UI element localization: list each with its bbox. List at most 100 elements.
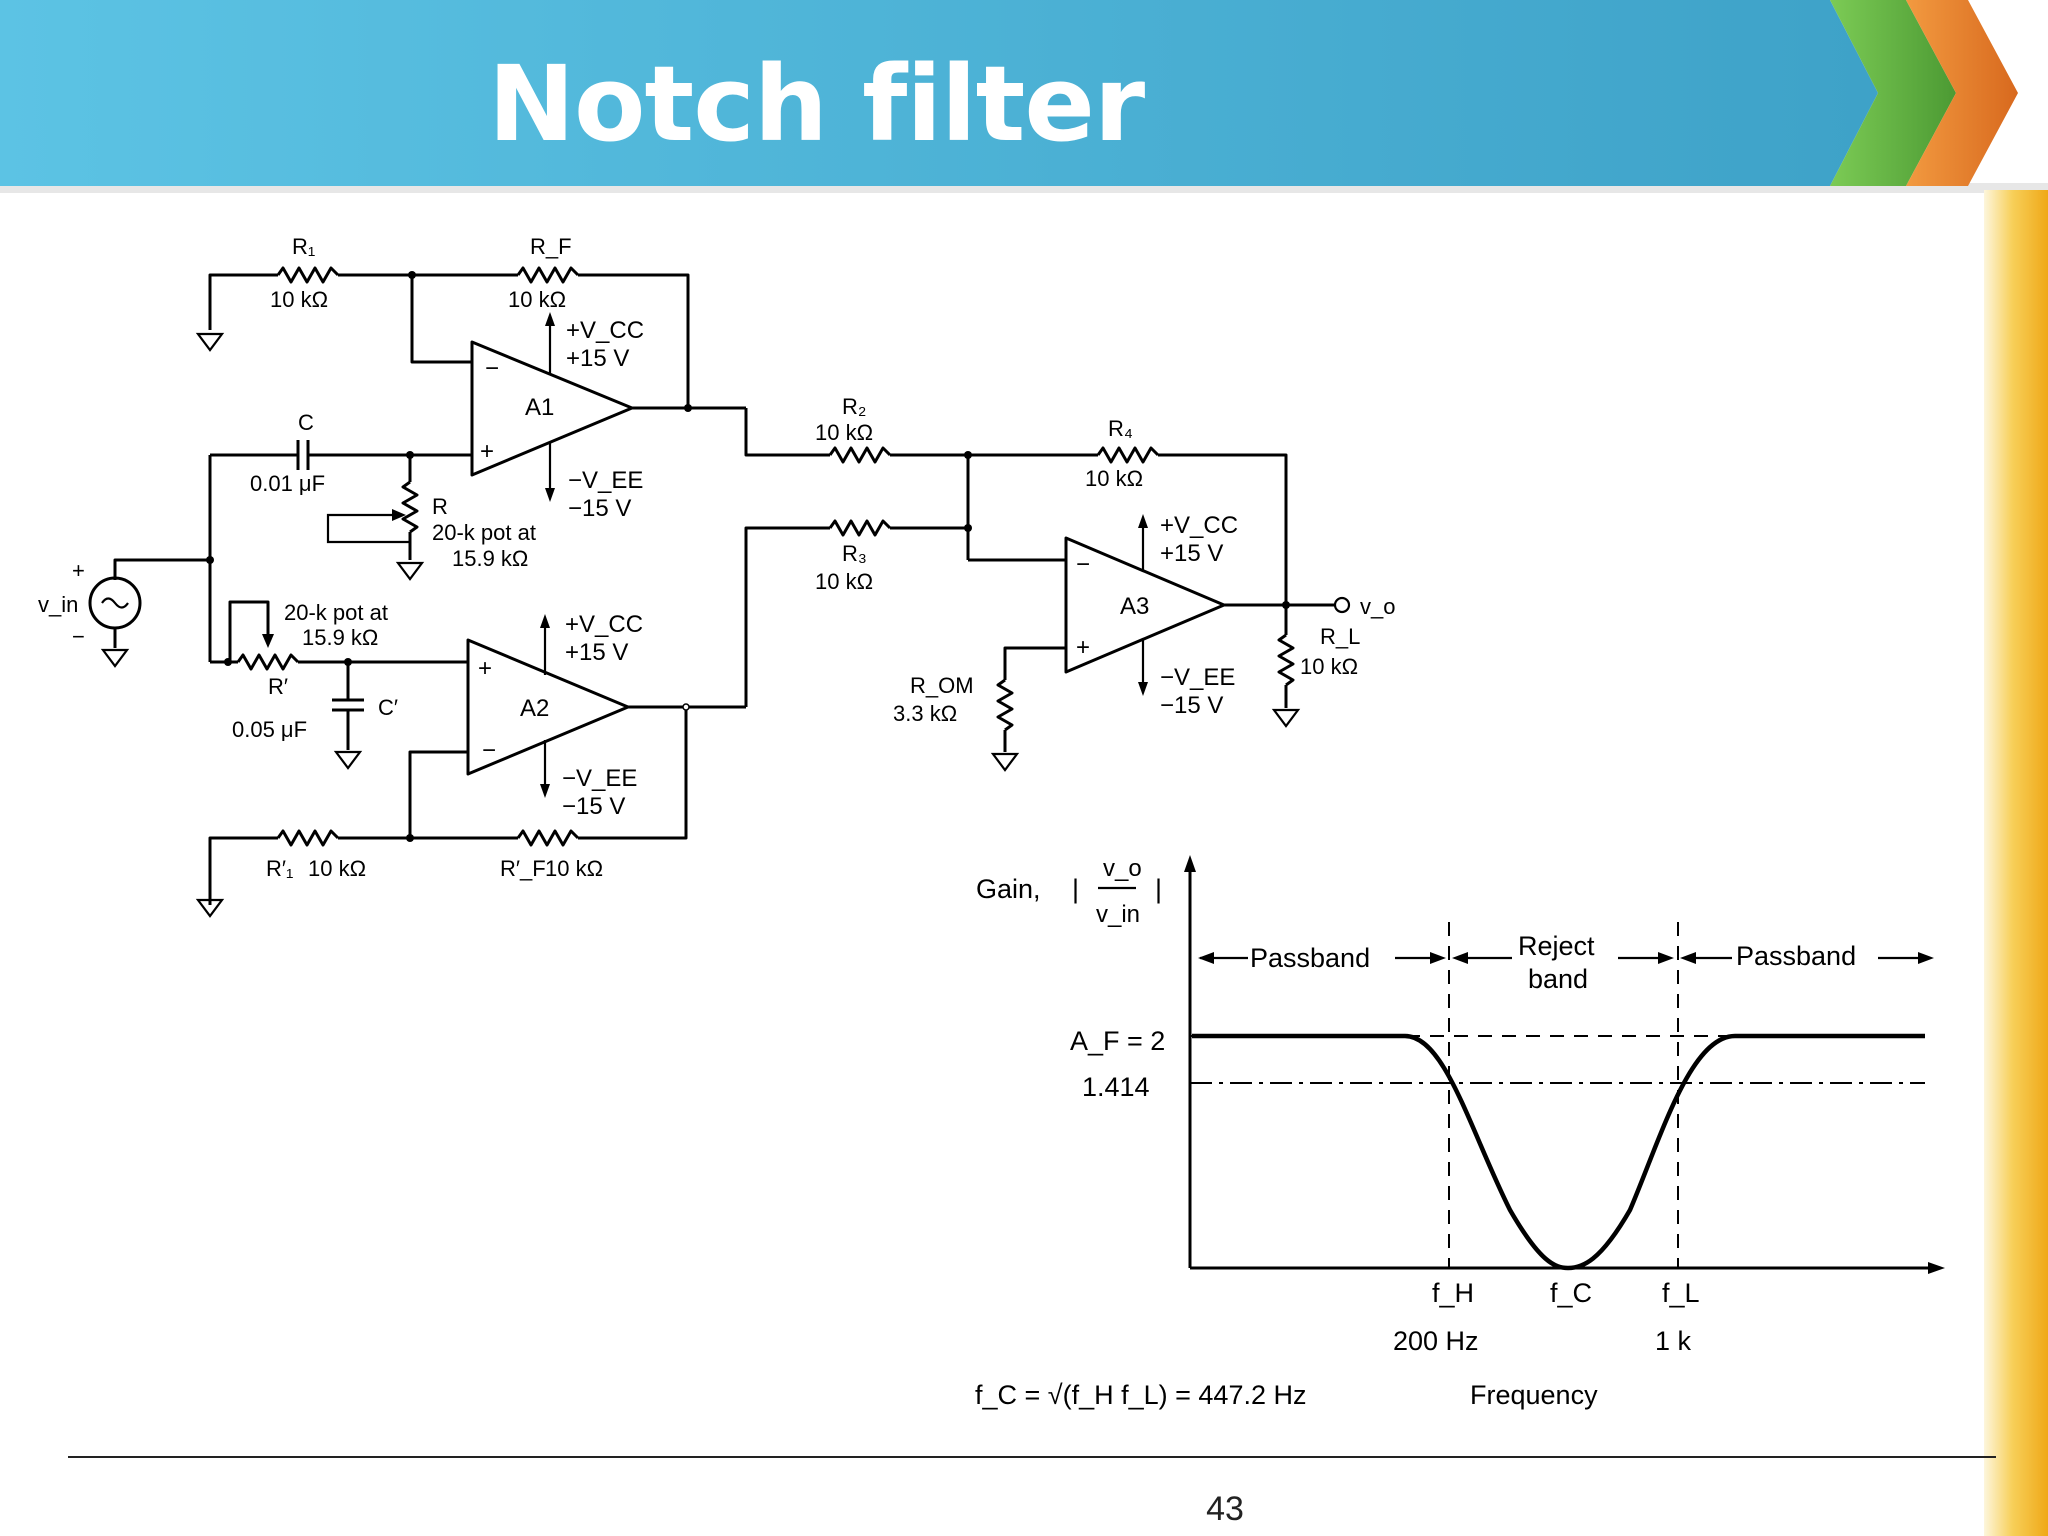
r4-value: 10 kΩ (1085, 466, 1143, 491)
input-source: + − v_in (38, 455, 214, 668)
svg-text:−: − (72, 624, 85, 649)
r3-resistor (828, 519, 892, 537)
opamp-a1 (470, 340, 634, 477)
svg-text:+: + (478, 655, 492, 682)
a3-label: A3 (1120, 593, 1149, 620)
svg-text:|: | (1072, 874, 1079, 904)
fc-label: f_C (1550, 1278, 1592, 1308)
r1-resistor (276, 266, 340, 284)
a2-vcc-val: +15 V (565, 639, 628, 666)
orange-chevron (1906, 0, 2018, 186)
cprime-value: 0.05 μF (232, 717, 307, 742)
a3-vee: −V_EE (1160, 664, 1235, 691)
rf-value: 10 kΩ (508, 287, 566, 312)
rprime-name: R′ (268, 674, 288, 699)
gain-label: Gain, (976, 874, 1041, 904)
a3-vcc: +V_CC (1160, 512, 1238, 539)
passband-left: Passband (1250, 943, 1370, 973)
r2-value: 10 kΩ (815, 420, 873, 445)
r3-name: R₃ (842, 541, 867, 566)
rfprime-resistor (516, 829, 580, 847)
notch-filter-diagram: − + A1 +V_CC +15 V −V_EE −15 V R₁ 10 kΩ … (38, 234, 1945, 1410)
title-bar-shape (0, 0, 1878, 186)
frequency-response: Gain, | v_o v_in | A_F = 2 1.414 Passban… (975, 855, 1945, 1410)
r-desc: 20-k pot at (432, 520, 536, 545)
a1-vcc: +V_CC (566, 317, 644, 344)
reject-band-1: Reject (1518, 931, 1595, 961)
rom-resistor (996, 678, 1014, 732)
fl-label: f_L (1662, 1278, 1700, 1308)
page-number: 43 (1206, 1490, 1244, 1528)
c-value: 0.01 μF (250, 471, 325, 496)
r-name: R (432, 494, 448, 519)
response-curve (1192, 1033, 1925, 1271)
slide-title: Notch filter (488, 43, 1145, 165)
r-pot (401, 480, 419, 534)
r1-name: R₁ (292, 234, 315, 259)
a2-vee: −V_EE (562, 765, 637, 792)
rl-name: R_L (1320, 624, 1360, 649)
opamp-a2 (466, 638, 630, 776)
svg-text:+: + (480, 438, 494, 465)
rl-value: 10 kΩ (1300, 654, 1358, 679)
rl-resistor (1277, 633, 1295, 687)
rprime-value: 15.9 kΩ (302, 625, 378, 650)
rom-value: 3.3 kΩ (893, 701, 957, 726)
r-value: 15.9 kΩ (452, 546, 528, 571)
a1-label: A1 (525, 394, 554, 421)
rfprime-name: R′_F (500, 856, 546, 881)
fh-value: 200 Hz (1393, 1326, 1479, 1356)
svg-text:+: + (1076, 634, 1090, 661)
cprime-name: C′ (378, 695, 398, 720)
rprime-pot (236, 653, 300, 671)
svg-text:+: + (72, 558, 85, 583)
passband-right: Passband (1736, 941, 1856, 971)
a2-label: A2 (520, 695, 549, 722)
a1-vee: −V_EE (568, 467, 643, 494)
a2-stage: + − A2 +V_CC +15 V −V_EE −15 V 20-k pot … (195, 600, 746, 918)
svg-text:−: − (485, 355, 499, 382)
rom-name: R_OM (910, 673, 974, 698)
a1-stage: − + A1 +V_CC +15 V −V_EE −15 V R₁ 10 kΩ … (195, 234, 746, 581)
r1prime-resistor (276, 829, 340, 847)
r2-name: R₂ (842, 394, 866, 419)
level-label: 1.414 (1082, 1072, 1150, 1102)
vo-label: v_o (1360, 594, 1395, 619)
r4-resistor (1096, 446, 1160, 464)
footer-rule (68, 1456, 1996, 1458)
fh-label: f_H (1432, 1278, 1474, 1308)
slide-title-bar (0, 0, 2048, 193)
reject-band-2: band (1528, 964, 1588, 994)
vo-terminal (1333, 596, 1351, 614)
opamp-a3 (1064, 536, 1226, 674)
a1-vee-val: −15 V (568, 495, 631, 522)
a2-vcc: +V_CC (565, 611, 643, 638)
r3-value: 10 kΩ (815, 569, 873, 594)
rprime-desc: 20-k pot at (284, 600, 388, 625)
rfprime-value: 10 kΩ (545, 856, 603, 881)
af-label: A_F = 2 (1070, 1026, 1165, 1056)
gain-denominator: v_in (1096, 901, 1140, 928)
a2-vee-val: −15 V (562, 793, 625, 820)
a1-vcc-val: +15 V (566, 345, 629, 372)
c-name: C (298, 410, 314, 435)
svg-text:−: − (1076, 551, 1090, 578)
svg-text:−: − (482, 737, 496, 764)
a3-vee-val: −15 V (1160, 692, 1223, 719)
rf-name: R_F (530, 234, 572, 259)
r1prime-name: R′₁ (266, 856, 293, 881)
rf-resistor (516, 266, 580, 284)
fc-formula: f_C = √(f_H f_L) = 447.2 Hz (975, 1380, 1306, 1410)
green-chevron (1830, 0, 1956, 186)
r4-name: R₄ (1108, 416, 1133, 441)
vin-label: v_in (38, 592, 78, 617)
a3-vcc-val: +15 V (1160, 540, 1223, 567)
r2-resistor (828, 446, 892, 464)
r1prime-value: 10 kΩ (308, 856, 366, 881)
r1-value: 10 kΩ (270, 287, 328, 312)
side-decor-stripe (1984, 190, 2048, 1536)
frequency-label: Frequency (1470, 1380, 1598, 1410)
fl-value: 1 k (1655, 1326, 1692, 1356)
gain-numerator: v_o (1103, 855, 1142, 882)
a3-stage: R₂ 10 kΩ R₃ 10 kΩ R₄ 10 kΩ − + A3 +V_CC … (744, 394, 1395, 772)
